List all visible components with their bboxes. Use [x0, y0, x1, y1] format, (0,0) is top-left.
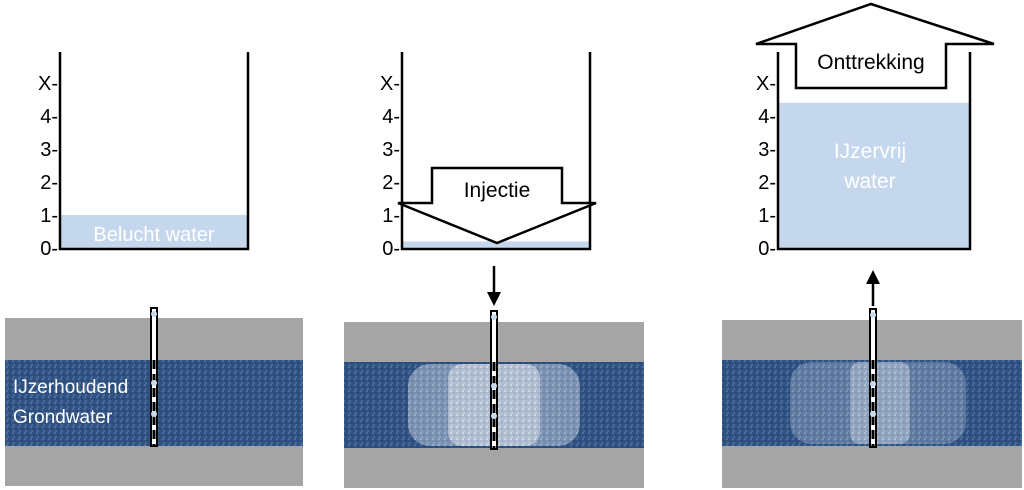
small-up-arrow-icon — [866, 270, 880, 306]
panel-2: 0- 1- 2- 3- 4- X- Injectie — [344, 52, 644, 488]
small-down-arrow-icon — [487, 266, 501, 306]
tick-label: 1- — [40, 205, 58, 227]
tick-label: 2- — [40, 172, 58, 194]
tick-label: 3- — [40, 139, 58, 161]
aquifer-label-line1: IJzerhoudend — [13, 377, 128, 398]
well-2 — [490, 310, 498, 450]
extraction-label: Onttrekking — [817, 51, 924, 74]
scale-3: 0- 1- 2- 3- 4- X- — [756, 73, 776, 260]
tick-label: 4- — [40, 106, 58, 128]
extraction-zone-inner-3 — [850, 362, 910, 444]
tick-label: 3- — [758, 139, 776, 161]
tick-label: 2- — [382, 172, 400, 194]
ground-bottom-2 — [344, 448, 644, 488]
well-3 — [869, 308, 877, 448]
extraction-arrow-icon — [755, 2, 995, 90]
tick-label: 0- — [40, 238, 58, 260]
aquifer-label-line2: Grondwater — [13, 407, 113, 428]
ground-bottom-1 — [5, 446, 303, 486]
tank-label-1: Belucht water — [93, 224, 215, 246]
tick-label: X- — [38, 73, 58, 95]
tank-outline-1 — [58, 52, 250, 251]
tank-outline-3 — [776, 52, 972, 251]
tick-label: 4- — [758, 106, 776, 128]
panel-1: Belucht water 0- 1- 2- 3- 4- X- IJzerhou… — [5, 52, 303, 486]
tick-label: X- — [756, 73, 776, 95]
tick-label: 0- — [382, 238, 400, 260]
injection-arrow-icon — [397, 166, 597, 245]
tick-label: 1- — [382, 205, 400, 227]
tank-label-3-line1: IJzervrij — [834, 140, 906, 163]
injection-label: Injectie — [464, 179, 531, 202]
tank-water-3 — [778, 102, 970, 248]
tank-water-2 — [402, 241, 590, 248]
panel-3: IJzervrij water 0- 1- 2- 3- 4- X- Onttre… — [722, 2, 1022, 488]
tank-water-1 — [60, 215, 248, 248]
scale-2: 0- 1- 2- 3- 4- X- — [380, 73, 400, 260]
tick-label: 1- — [758, 205, 776, 227]
scale-1: 0- 1- 2- 3- 4- X- — [38, 73, 58, 260]
tick-label: 4- — [382, 106, 400, 128]
well-1 — [150, 307, 158, 447]
tank-label-3-line2: water — [843, 170, 895, 193]
tick-label: 3- — [382, 139, 400, 161]
tick-label: X- — [380, 73, 400, 95]
tick-label: 2- — [758, 172, 776, 194]
tick-label: 0- — [758, 238, 776, 260]
tank-outline-2 — [400, 52, 592, 251]
ground-bottom-3 — [722, 446, 1022, 488]
